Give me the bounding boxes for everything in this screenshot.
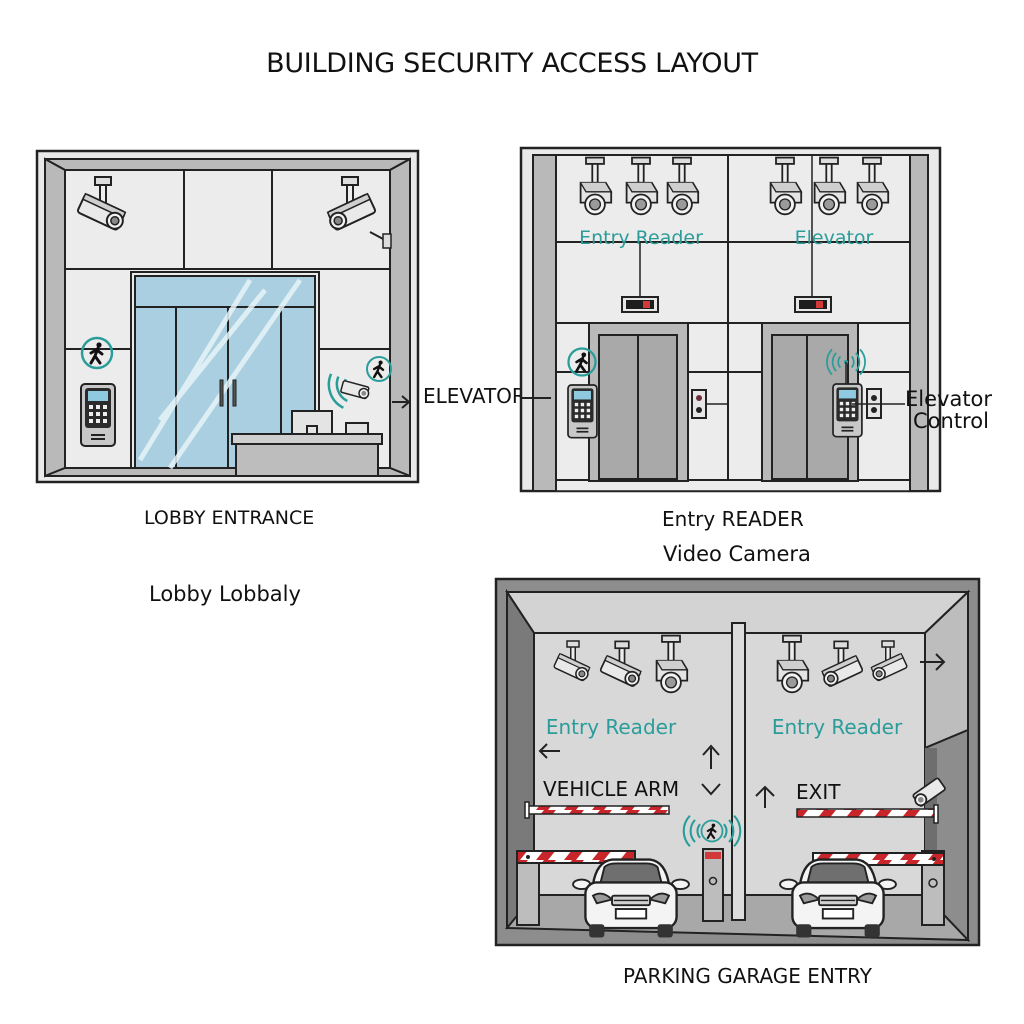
arrow-up-icon bbox=[702, 744, 720, 769]
arrow-right-icon bbox=[392, 395, 411, 409]
arrow-right-icon bbox=[920, 653, 946, 671]
elevator-control-line2: Control bbox=[913, 409, 989, 433]
camera-mount bbox=[382, 233, 392, 249]
floor-indicator-icon bbox=[794, 296, 832, 313]
entry-reader-label-left: Entry Reader bbox=[546, 715, 677, 739]
entry-reader-label-right: Entry Reader bbox=[772, 715, 903, 739]
entry-reader-label: Entry Reader bbox=[579, 227, 703, 249]
arrow-left-icon bbox=[538, 743, 560, 759]
floor-indicator-icon bbox=[621, 296, 659, 313]
elevator-side-label: ELEVATOR bbox=[423, 384, 526, 408]
cctv-camera-icon bbox=[340, 380, 370, 400]
ticket-pillar-icon bbox=[702, 848, 724, 922]
barrier-gate-right bbox=[812, 850, 945, 926]
elevator-label: Elevator bbox=[795, 227, 874, 249]
diagram-title: BUILDING SECURITY ACCESS LAYOUT bbox=[266, 48, 758, 79]
elevator-control-line1: Elevator bbox=[905, 387, 993, 411]
barrier-arm-icon bbox=[524, 801, 670, 819]
arrow-up-icon bbox=[755, 785, 775, 808]
arrow-down-icon bbox=[701, 783, 721, 796]
center-pillar bbox=[731, 622, 746, 921]
reception-desk bbox=[231, 410, 383, 477]
vehicle-arm-label: VEHICLE ARM bbox=[543, 777, 679, 801]
elevator-door-left bbox=[588, 322, 689, 482]
video-camera-caption: Video Camera bbox=[663, 542, 811, 566]
exit-label: EXIT bbox=[796, 780, 841, 804]
elevator-control-label: Elevator Control bbox=[905, 388, 992, 432]
barrier-arm-icon bbox=[796, 804, 939, 824]
lobby-subcaption: Lobby Lobbaly bbox=[149, 582, 301, 606]
lobby-entrance-caption: LOBBY ENTRANCE bbox=[144, 507, 315, 529]
cctv-camera-icon bbox=[912, 777, 946, 807]
parking-garage-caption: PARKING GARAGE ENTRY bbox=[623, 964, 872, 988]
barrier-gate-left bbox=[516, 850, 636, 926]
entry-reader-caption: Entry READER bbox=[662, 507, 804, 531]
